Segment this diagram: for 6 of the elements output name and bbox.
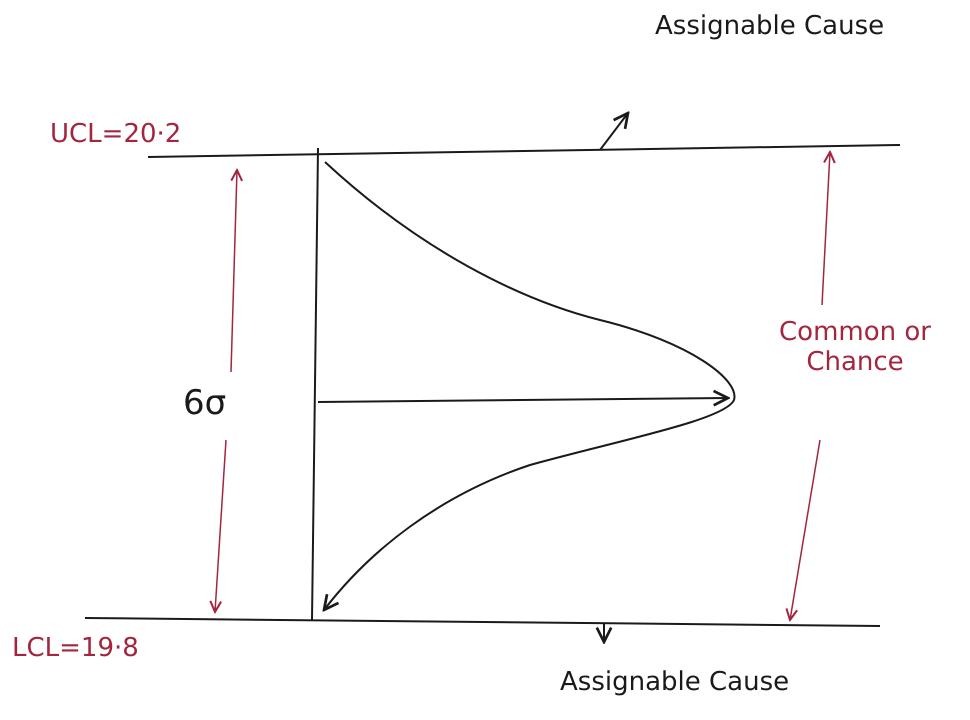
annotation-text: Assignable Cause (655, 12, 884, 42)
dimension-label: 6σ (183, 384, 226, 424)
limit-label: LCL=19·8 (12, 634, 139, 664)
limit-label: UCL=20·2 (50, 120, 182, 150)
annotation-text: Assignable Cause (560, 668, 790, 698)
annotation-text: Common or Chance (778, 318, 932, 378)
